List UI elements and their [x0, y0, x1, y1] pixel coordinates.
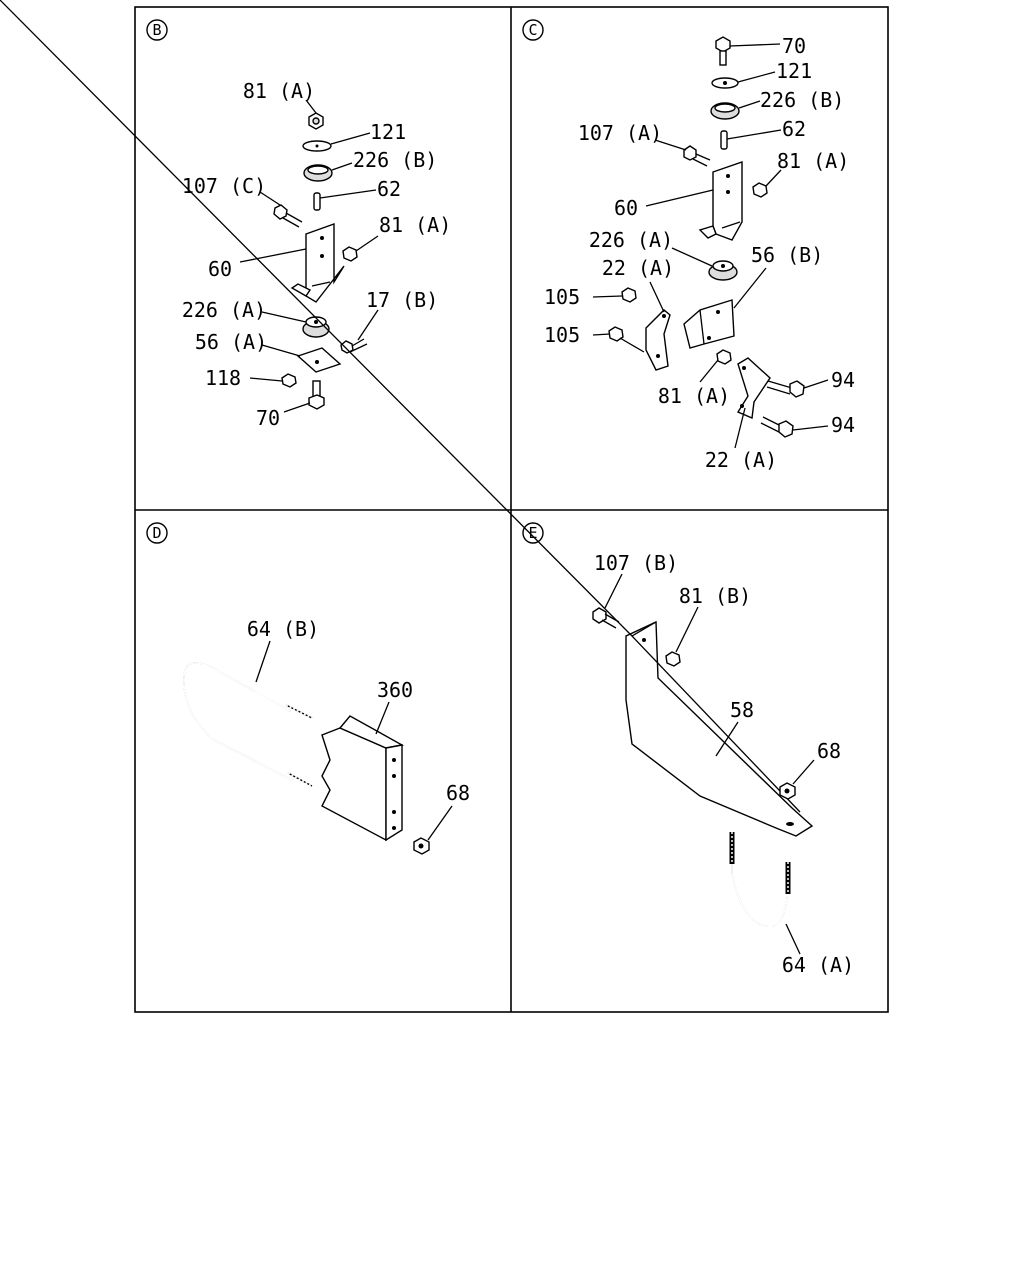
- panel-b-parts: [273, 112, 368, 410]
- callout-226a: 226 (A): [589, 228, 673, 252]
- panel-e-labels: 107 (B) 81 (B) 58 68 64 (A): [594, 551, 854, 977]
- panel-b-labels: 81 (A) 121 226 (B) 107 (C) 62 81 (A) 60 …: [182, 79, 451, 430]
- callout-62: 62: [782, 117, 806, 141]
- callout-58: 58: [730, 698, 754, 722]
- callout-226b: 226 (B): [760, 88, 844, 112]
- svg-text:C: C: [528, 21, 537, 39]
- panel-c-badge: C: [522, 19, 544, 41]
- panel-e-parts: [0, 0, 814, 927]
- callout-64b: 64 (B): [247, 617, 319, 641]
- callout-62: 62: [377, 177, 401, 201]
- panel-b-leaders: [239, 99, 379, 413]
- svg-text:E: E: [528, 524, 537, 542]
- callout-81a-top: 81 (A): [243, 79, 315, 103]
- callout-60: 60: [614, 196, 638, 220]
- panel-d-badge: D: [146, 522, 168, 544]
- callout-121: 121: [370, 120, 406, 144]
- callout-64a: 64 (A): [782, 953, 854, 977]
- callout-107c: 107 (C): [182, 174, 266, 198]
- panel-c: C: [522, 19, 855, 472]
- callout-22a-left: 22 (A): [602, 256, 674, 280]
- callout-118: 118: [205, 366, 241, 390]
- callout-105-upper: 105: [544, 285, 580, 309]
- callout-107b: 107 (B): [594, 551, 678, 575]
- thread-upper: [285, 704, 313, 719]
- callout-70: 70: [256, 406, 280, 430]
- callout-68: 68: [446, 781, 470, 805]
- callout-94-upper: 94: [831, 368, 855, 392]
- diagram-frame: [134, 6, 889, 1013]
- callout-226b: 226 (B): [353, 148, 437, 172]
- callout-226a: 226 (A): [182, 298, 266, 322]
- panel-e-leaders: [604, 573, 815, 955]
- callout-22a-right: 22 (A): [705, 448, 777, 472]
- callout-81a-lower: 81 (A): [658, 384, 730, 408]
- panel-e-badge: E: [522, 522, 544, 544]
- callout-105-lower: 105: [544, 323, 580, 347]
- callout-56a: 56 (A): [195, 330, 267, 354]
- svg-text:D: D: [152, 524, 161, 542]
- panel-d-parts: [183, 662, 430, 855]
- panel-e: E: [0, 0, 854, 977]
- callout-94-lower: 94: [831, 413, 855, 437]
- callout-17b: 17 (B): [366, 288, 438, 312]
- callout-121: 121: [776, 59, 812, 83]
- callout-81a-upper: 81 (A): [777, 149, 849, 173]
- panel-d: D: [146, 522, 470, 855]
- panel-d-leaders: [255, 640, 453, 841]
- callout-68: 68: [817, 739, 841, 763]
- panel-b: B: [146, 19, 451, 430]
- thread-lower: [287, 772, 313, 787]
- callout-81a-right: 81 (A): [379, 213, 451, 237]
- callout-81b: 81 (B): [679, 584, 751, 608]
- panel-c-parts: [608, 36, 805, 438]
- callout-360: 360: [377, 678, 413, 702]
- svg-text:B: B: [152, 21, 161, 39]
- panel-c-labels: 70 121 226 (B) 107 (A) 62 81 (A) 60 226 …: [544, 34, 855, 472]
- panel-c-leaders: [592, 43, 829, 449]
- panel-b-badge: B: [146, 19, 168, 41]
- callout-60: 60: [208, 257, 232, 281]
- callout-70: 70: [782, 34, 806, 58]
- callout-56b: 56 (B): [751, 243, 823, 267]
- callout-107a: 107 (A): [578, 121, 662, 145]
- panel-d-labels: 64 (B) 360 68: [247, 617, 470, 805]
